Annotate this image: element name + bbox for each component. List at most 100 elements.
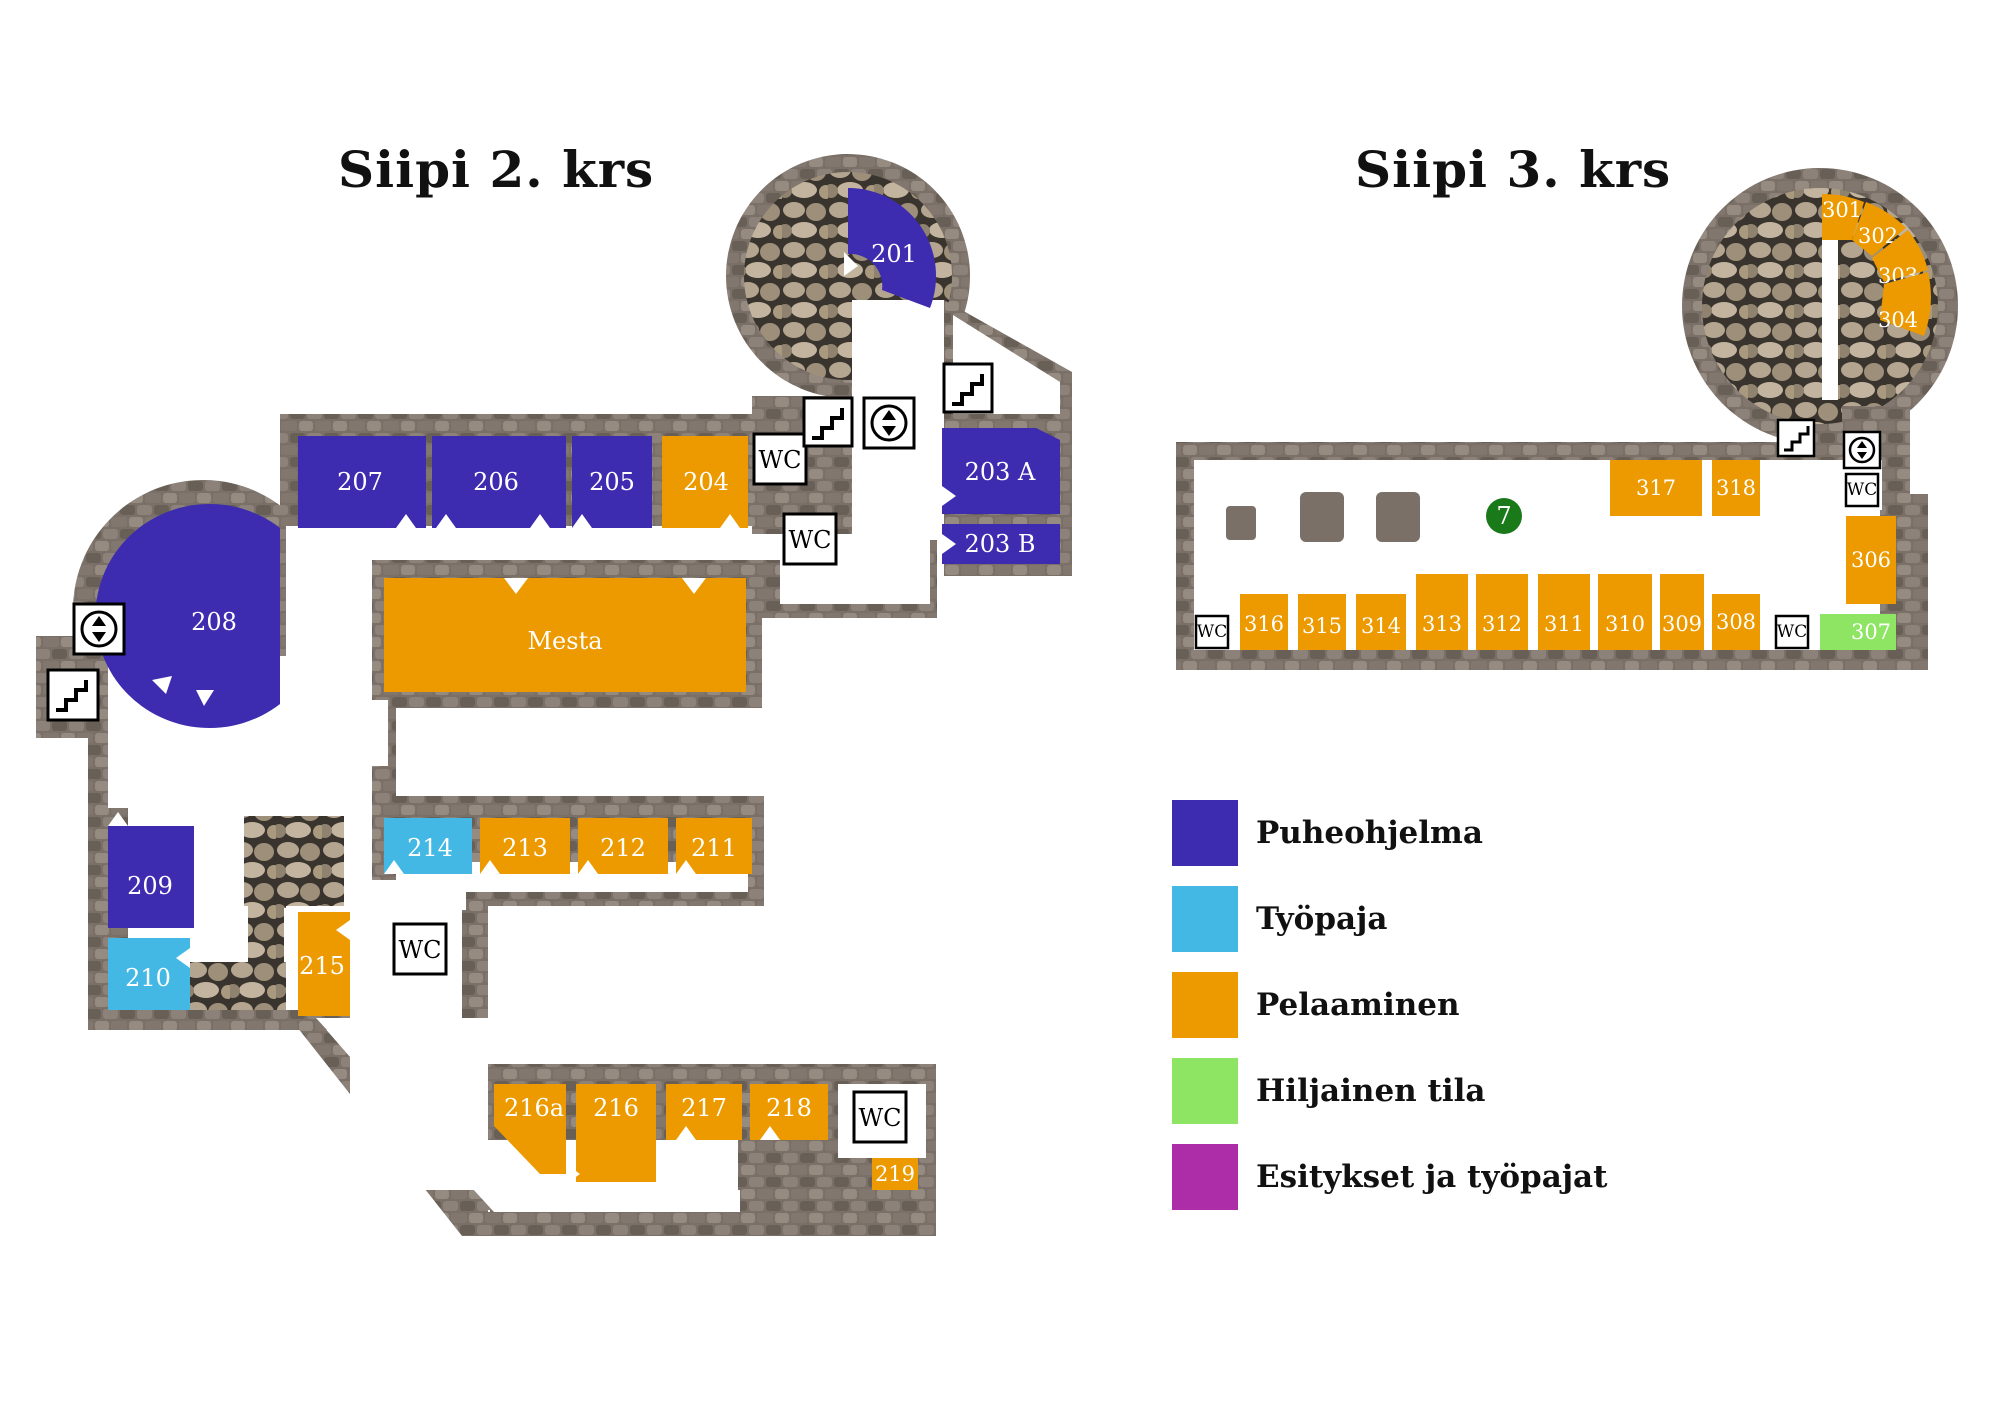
room-312[interactable] bbox=[1476, 574, 1528, 650]
floor3-doors bbox=[1254, 516, 1846, 614]
elevator-icon[interactable] bbox=[1842, 430, 1882, 470]
floor3-rooms: 301 302 303 304 317 318 306 307 316 315 … bbox=[1240, 193, 1931, 650]
legend-item-puheohjelma: Puheohjelma bbox=[1172, 790, 1607, 876]
svg-text:WC: WC bbox=[858, 1104, 901, 1132]
svg-text:WC: WC bbox=[758, 446, 801, 474]
legend: Puheohjelma Työpaja Pelaaminen Hiljainen… bbox=[1172, 790, 1607, 1220]
room-307[interactable] bbox=[1820, 614, 1896, 650]
wc-icon[interactable]: WC bbox=[392, 922, 448, 976]
legend-item-tyopaja: Työpaja bbox=[1172, 876, 1607, 962]
stairs-icon[interactable] bbox=[1776, 418, 1816, 458]
room-302[interactable] bbox=[1852, 202, 1906, 256]
room-205-label: 205 bbox=[589, 468, 635, 496]
room-203b-label: 203 B bbox=[964, 530, 1035, 558]
room-206[interactable] bbox=[432, 436, 566, 528]
legend-label-hiljainen: Hiljainen tila bbox=[1256, 1073, 1486, 1109]
legend-swatch-hiljainen bbox=[1172, 1058, 1238, 1124]
room-210-label: 210 bbox=[125, 964, 171, 992]
room-218[interactable] bbox=[750, 1084, 828, 1140]
room-216a-label: 216a bbox=[504, 1094, 564, 1122]
room-208-label: 208 bbox=[191, 608, 237, 636]
floor-title-3: Siipi 3. krs bbox=[1355, 140, 1672, 199]
room-mesta[interactable] bbox=[384, 578, 746, 692]
room-203b[interactable] bbox=[942, 524, 1060, 564]
room-301[interactable] bbox=[1822, 193, 1864, 240]
elevator-icon[interactable] bbox=[862, 396, 916, 450]
wc-icon[interactable]: WC bbox=[1194, 614, 1230, 650]
floor2-rooms: 201 207 206 205 204 203 A 203 B 208 Mest… bbox=[95, 188, 1060, 1190]
stairs-icon[interactable] bbox=[942, 362, 994, 414]
room-212[interactable] bbox=[578, 818, 668, 874]
room-318[interactable] bbox=[1712, 460, 1760, 516]
wc-icon[interactable]: WC bbox=[852, 1090, 908, 1144]
room-mesta-label: Mesta bbox=[527, 627, 602, 655]
legend-swatch-puheohjelma bbox=[1172, 800, 1238, 866]
room-308[interactable] bbox=[1712, 594, 1760, 650]
room-214-label: 214 bbox=[407, 834, 453, 862]
elevator-icon[interactable] bbox=[72, 602, 126, 656]
room-215-label: 215 bbox=[299, 952, 345, 980]
room-206-label: 206 bbox=[473, 468, 519, 496]
room-210[interactable] bbox=[108, 938, 190, 1010]
svg-text:7: 7 bbox=[1496, 502, 1511, 530]
room-219[interactable] bbox=[872, 1158, 918, 1190]
room-314-label: 314 bbox=[1361, 614, 1401, 638]
stairs-icon[interactable] bbox=[802, 396, 854, 448]
room-219-label: 219 bbox=[875, 1162, 915, 1186]
room-216[interactable] bbox=[576, 1084, 656, 1182]
room-213[interactable] bbox=[480, 818, 570, 874]
room-317-label: 317 bbox=[1636, 476, 1676, 500]
room-315[interactable] bbox=[1298, 594, 1346, 650]
room-201-label: 201 bbox=[871, 240, 917, 268]
room-217[interactable] bbox=[666, 1084, 742, 1140]
room-317[interactable] bbox=[1610, 460, 1702, 516]
svg-text:WC: WC bbox=[398, 936, 441, 964]
room-313[interactable] bbox=[1416, 574, 1468, 650]
room-216a[interactable] bbox=[494, 1084, 566, 1174]
wc-icon[interactable]: WC bbox=[1844, 472, 1880, 508]
legend-label-tyopaja: Työpaja bbox=[1256, 901, 1388, 937]
room-214[interactable] bbox=[384, 818, 472, 874]
stairs-icon[interactable] bbox=[46, 668, 100, 722]
room-316[interactable] bbox=[1240, 594, 1288, 650]
room-306-label: 306 bbox=[1851, 548, 1891, 572]
room-207-label: 207 bbox=[337, 468, 383, 496]
floor2-doors bbox=[108, 252, 956, 1184]
legend-swatch-esitykset bbox=[1172, 1144, 1238, 1210]
room-309[interactable] bbox=[1660, 574, 1704, 650]
room-318-label: 318 bbox=[1716, 476, 1756, 500]
svg-text:WC: WC bbox=[1777, 622, 1807, 642]
wc-icon[interactable]: WC bbox=[782, 512, 838, 566]
room-203a-label: 203 A bbox=[965, 458, 1036, 486]
room-314[interactable] bbox=[1356, 594, 1406, 650]
room-304-label: 304 bbox=[1878, 308, 1918, 332]
room-201[interactable] bbox=[848, 188, 937, 308]
wc-icon[interactable]: WC bbox=[752, 432, 808, 486]
room-309-label: 309 bbox=[1662, 612, 1702, 636]
room-303[interactable] bbox=[1872, 230, 1928, 282]
legend-label-puheohjelma: Puheohjelma bbox=[1256, 815, 1483, 851]
room-301-label: 301 bbox=[1822, 198, 1862, 222]
room-207[interactable] bbox=[298, 436, 426, 528]
room-311-label: 311 bbox=[1544, 612, 1584, 636]
svg-text:WC: WC bbox=[1847, 480, 1877, 500]
room-308-label: 308 bbox=[1716, 610, 1756, 634]
room-203a[interactable] bbox=[942, 428, 1060, 514]
room-204[interactable] bbox=[662, 436, 748, 528]
room-209-label: 209 bbox=[127, 872, 173, 900]
room-307-label: 307 bbox=[1851, 620, 1891, 644]
room-204-label: 204 bbox=[683, 468, 729, 496]
room-310-label: 310 bbox=[1605, 612, 1645, 636]
room-311[interactable] bbox=[1538, 574, 1590, 650]
room-205[interactable] bbox=[572, 436, 652, 528]
room-315-label: 315 bbox=[1302, 614, 1342, 638]
legend-label-esitykset: Esitykset ja työpajat bbox=[1256, 1159, 1608, 1195]
room-306[interactable] bbox=[1846, 516, 1896, 604]
room-304[interactable] bbox=[1880, 272, 1931, 336]
wc-icon[interactable]: WC bbox=[1774, 614, 1810, 650]
legend-swatch-pelaaminen bbox=[1172, 972, 1238, 1038]
room-310[interactable] bbox=[1598, 574, 1652, 650]
room-209[interactable] bbox=[108, 826, 194, 928]
location-marker-7[interactable]: 7 bbox=[1486, 498, 1522, 534]
